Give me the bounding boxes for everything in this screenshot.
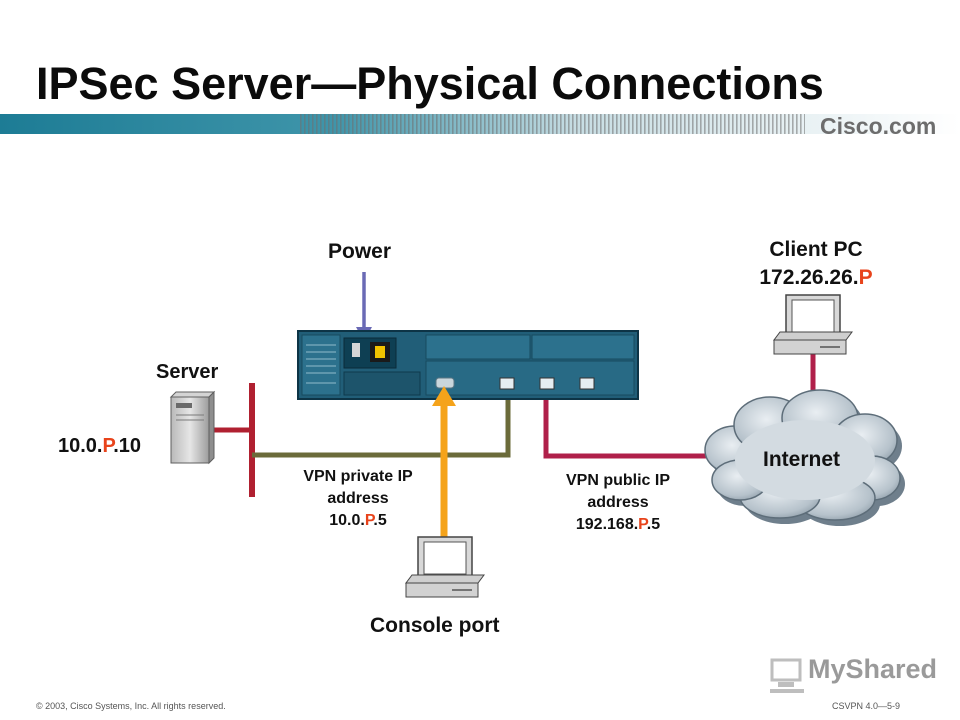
myshared-watermark-icon <box>770 658 804 693</box>
vpn-public-line2: address <box>587 494 649 511</box>
vpn-public-link <box>543 388 712 459</box>
vpn-private-line1: VPN private IP <box>303 468 413 485</box>
client-pc-block: Client PC 172.26.26.P <box>738 236 894 292</box>
brand-stripe <box>0 114 960 134</box>
internet-cloud-icon <box>704 389 905 526</box>
server-label: Server <box>156 361 219 383</box>
server-ip: 10.0.P.10 <box>58 435 142 457</box>
vpn-concentrator <box>297 330 639 400</box>
power-label: Power <box>328 240 392 263</box>
slide-title: IPSec Server—Physical Connections <box>36 58 824 109</box>
footer-course-code: CSVPN 4.0—5-9 <box>832 701 901 711</box>
server-icon <box>169 390 216 465</box>
console-pc-icon <box>405 536 485 598</box>
vpn-private-link <box>252 388 511 458</box>
console-port-label: Console port <box>370 614 500 637</box>
client-pc-icon <box>773 294 853 355</box>
vpn-public-line1: VPN public IP <box>565 472 670 489</box>
client-pc-label: Client PC <box>769 238 863 261</box>
vpn-private-line2: address <box>327 490 389 507</box>
console-arrowhead <box>432 386 456 406</box>
internet-label: Internet <box>763 448 841 471</box>
footer-copyright: © 2003, Cisco Systems, Inc. All rights r… <box>36 701 226 711</box>
vpn-public-block: VPN public IP address 192.168.P.5 <box>528 470 708 536</box>
vpn-private-block: VPN private IP address 10.0.P.5 <box>268 466 448 532</box>
cisco-logo: Cisco.com <box>820 113 937 139</box>
vpn-private-ip: 10.0.P.5 <box>329 512 387 529</box>
client-pc-ip: 172.26.26.P <box>759 266 873 289</box>
watermark-text: MyShared <box>808 654 938 684</box>
vpn-public-ip: 192.168.P.5 <box>575 516 661 533</box>
